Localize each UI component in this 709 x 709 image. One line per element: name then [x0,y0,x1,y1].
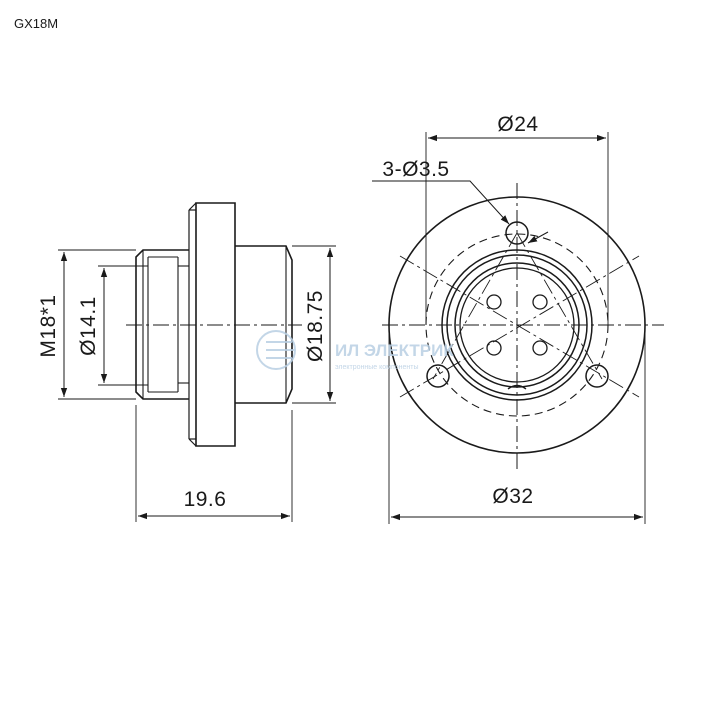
thread-dimension-label: M18*1 [37,294,60,357]
holes-label: 3-Ø3.5 [382,158,449,181]
watermark-tagline: электронные компоненты [335,364,419,371]
watermark-name: ИЛ ЭЛЕКТРИК [335,341,454,360]
watermark: ИЛ ЭЛЕКТРИК электронные компоненты [256,330,454,371]
bolt-circle-label: Ø24 [497,113,538,136]
side-view: M18*1 Ø14.1 Ø18.75 19.6 [37,202,336,522]
body-diameter-label: Ø18.75 [304,290,327,362]
model-title: GX18M [14,16,58,31]
front-view: Ø24 3-Ø3.5 Ø32 [372,113,664,524]
flange-diameter-label: Ø32 [492,485,533,508]
watermark-logo-icon [256,330,296,370]
inner-diameter-label: Ø14.1 [77,296,100,356]
length-label: 19.6 [184,488,227,511]
